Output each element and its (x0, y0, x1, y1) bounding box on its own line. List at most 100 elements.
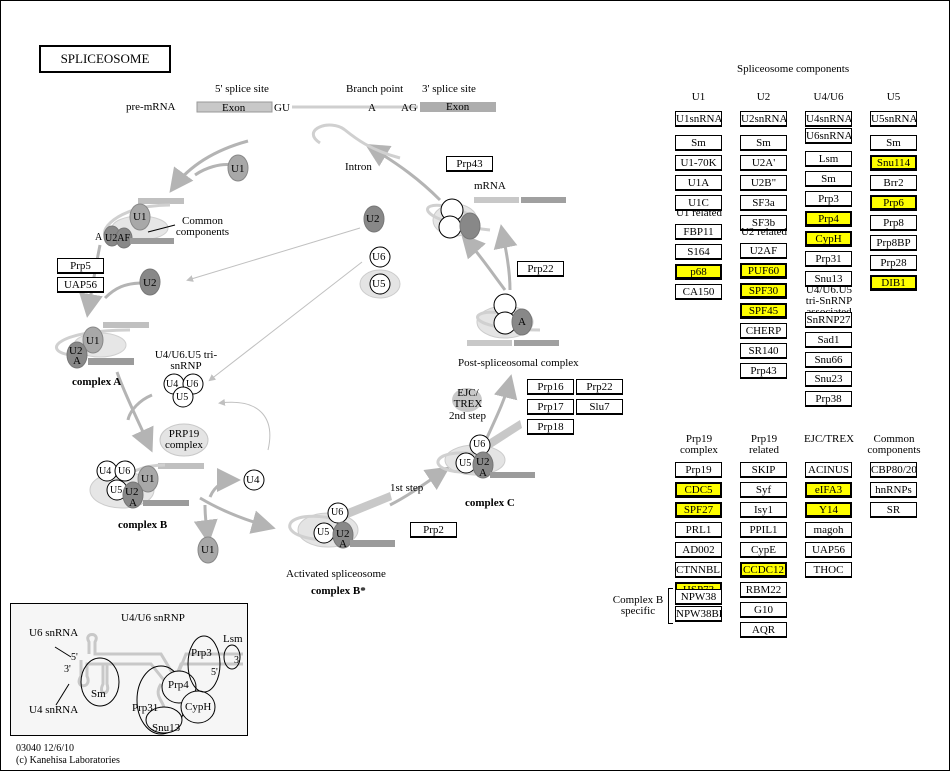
arrow-1st-step (389, 466, 450, 507)
gene-prp19-complex-prl1[interactable]: PRL1 (675, 522, 722, 538)
gene-prp19-complex-cdc5[interactable]: CDC5 (675, 482, 722, 498)
c-u6-label: U6 (473, 439, 486, 450)
gene-u4u6-extra-prp38[interactable]: Prp38 (805, 391, 852, 407)
gene-u1-snrna-u1snrna[interactable]: U1snRNA (675, 111, 722, 127)
gene-u5-prp6[interactable]: Prp6 (870, 195, 917, 211)
gene-common-sr[interactable]: SR (870, 502, 917, 518)
gene-u4u6-prp31[interactable]: Prp31 (805, 251, 852, 267)
gene-u2-sf3b[interactable]: SF3b (740, 215, 787, 231)
gene-u4u6-snu13[interactable]: Snu13 (805, 271, 852, 287)
gene-u2-related-prp43[interactable]: Prp43 (740, 363, 787, 379)
second-step-label: 2nd step (449, 410, 486, 422)
gene-u4u6-prp3[interactable]: Prp3 (805, 191, 852, 207)
gene-ejc-trex-thoc[interactable]: THOC (805, 562, 852, 578)
gene-u1-u1c[interactable]: U1C (675, 195, 722, 211)
gene-complex-b-specific-npw38bp[interactable]: NPW38BP (675, 606, 722, 622)
gene-u5-prp8[interactable]: Prp8 (870, 215, 917, 231)
gene-prp19-related-isy1[interactable]: Isy1 (740, 502, 787, 518)
gene-prp19-complex-spf27[interactable]: SPF27 (675, 502, 722, 518)
gene-u1-related-s164[interactable]: S164 (675, 244, 722, 260)
gene-u1-related-fbp11[interactable]: FBP11 (675, 224, 722, 240)
inset-u4-snrna-label: U4 snRNA (29, 704, 79, 716)
gene-prp2[interactable]: Prp2 (410, 522, 457, 538)
gene-common-cbp80-20[interactable]: CBP80/20 (870, 462, 917, 478)
gene-prp19-related-syf[interactable]: Syf (740, 482, 787, 498)
inset-u6-3prime-label: 3' (234, 655, 241, 666)
gene-u2-snrna-u2snrna[interactable]: U2snRNA (740, 111, 787, 127)
gene-ejc-trex-uap56[interactable]: UAP56 (805, 542, 852, 558)
gene-u4u6-snrna-u4snrna[interactable]: U4snRNA (805, 111, 852, 127)
gene-u1-related-ca150[interactable]: CA150 (675, 284, 722, 300)
gene-u4u6-snrna-u6snrna[interactable]: U6snRNA (805, 128, 852, 144)
gene-ejc-trex-magoh[interactable]: magoh (805, 522, 852, 538)
gene-u2-related-u2af[interactable]: U2AF (740, 243, 787, 259)
gene-u1-u1-70k[interactable]: U1-70K (675, 155, 722, 171)
gene-prp19-related-g10[interactable]: G10 (740, 602, 787, 618)
gene-u4u6-prp4[interactable]: Prp4 (805, 211, 852, 227)
gene-u4u6-cyph[interactable]: CypH (805, 231, 852, 247)
gene-u5-prp8bp[interactable]: Prp8BP (870, 235, 917, 251)
gene-u5-brr2[interactable]: Brr2 (870, 175, 917, 191)
gene-prp17[interactable]: Prp17 (527, 399, 574, 415)
gene-u1-sm[interactable]: Sm (675, 135, 722, 151)
gene-u1-related-p68[interactable]: p68 (675, 264, 722, 280)
gene-common-hnrnps[interactable]: hnRNPs (870, 482, 917, 498)
gene-uap56-cycle[interactable]: UAP56 (57, 277, 104, 293)
c-branch-label: A (479, 467, 487, 479)
gene-u2-related-cherp[interactable]: CHERP (740, 323, 787, 339)
gene-prp19-related-aqr[interactable]: AQR (740, 622, 787, 638)
gene-prp19-related-rbm22[interactable]: RBM22 (740, 582, 787, 598)
gene-prp43-cycle[interactable]: Prp43 (446, 156, 493, 172)
gene-prp22[interactable]: Prp22 (576, 379, 623, 395)
bstar-u2-label: U2 (336, 528, 350, 540)
gene-u4u6-sm[interactable]: Sm (805, 171, 852, 187)
gene-prp19-related-cype[interactable]: CypE (740, 542, 787, 558)
gene-u4u6-lsm[interactable]: Lsm (805, 151, 852, 167)
tri-join-arrow (126, 393, 153, 421)
exon-right-bar (420, 102, 496, 112)
b-u6-label: U6 (118, 466, 131, 477)
gene-prp5[interactable]: Prp5 (57, 258, 104, 274)
gene-u2-related-spf45[interactable]: SPF45 (740, 303, 787, 319)
gene-prp19-complex-ctnnbl1[interactable]: CTNNBL1 (675, 562, 722, 578)
tri-snrnp-label: U4/U6.U5 tri-snRNP (154, 349, 218, 372)
gene-prp18[interactable]: Prp18 (527, 419, 574, 435)
inset-u4-3prime-label: 3' (64, 664, 71, 675)
gene-prp22-top[interactable]: Prp22 (517, 261, 564, 277)
complex-c-label: complex C (465, 497, 515, 509)
gene-tri-snrnp-sad1[interactable]: Sad1 (805, 332, 852, 348)
gene-complex-b-specific-npw38[interactable]: NPW38 (675, 589, 722, 605)
gene-tri-snrnp-snu66[interactable]: Snu66 (805, 352, 852, 368)
gene-u2-related-sr140[interactable]: SR140 (740, 343, 787, 359)
gene-ejc-trex-y14[interactable]: Y14 (805, 502, 852, 518)
gene-slu7[interactable]: Slu7 (576, 399, 623, 415)
gene-u1-u1a[interactable]: U1A (675, 175, 722, 191)
gene-prp16[interactable]: Prp16 (527, 379, 574, 395)
complex-b-graphic (89, 460, 265, 564)
complex-b-specific-label: Complex B specific (612, 594, 664, 617)
gene-u5-prp28[interactable]: Prp28 (870, 255, 917, 271)
gene-u2-related-spf30[interactable]: SPF30 (740, 283, 787, 299)
gene-prp19-complex-prp19[interactable]: Prp19 (675, 462, 722, 478)
gene-prp19-complex-ad002[interactable]: AD002 (675, 542, 722, 558)
gene-ejc-trex-acinus[interactable]: ACINUS (805, 462, 852, 478)
gene-prp19-related-ccdc12[interactable]: CCDC12 (740, 562, 787, 578)
gene-u2-u2b-[interactable]: U2B" (740, 175, 787, 191)
gene-prp19-related-skip[interactable]: SKIP (740, 462, 787, 478)
gene-u5-snrna-u5snrna[interactable]: U5snRNA (870, 111, 917, 127)
gene-u2-sf3a[interactable]: SF3a (740, 195, 787, 211)
gene-u4u6-extra-snu23[interactable]: Snu23 (805, 371, 852, 387)
gene-ejc-trex-eifa3[interactable]: eIFA3 (805, 482, 852, 498)
gene-u5-sm[interactable]: Sm (870, 135, 917, 151)
inset-prp4-label: Prp4 (168, 679, 189, 691)
five-prime-splice-site-label: 5' splice site (215, 83, 269, 95)
complex-b-label: complex B (118, 519, 168, 531)
gene-u2-related-puf60[interactable]: PUF60 (740, 263, 787, 279)
gene-tri-snrnp-snrnp27[interactable]: SnRNP27 (805, 312, 852, 328)
e-u1-label: U1 (133, 211, 147, 223)
gene-u2-sm[interactable]: Sm (740, 135, 787, 151)
gene-u2-u2a-[interactable]: U2A' (740, 155, 787, 171)
gene-prp19-related-ppil1[interactable]: PPIL1 (740, 522, 787, 538)
gene-u5-dib1[interactable]: DIB1 (870, 275, 917, 291)
gene-u5-snu114[interactable]: Snu114 (870, 155, 917, 171)
